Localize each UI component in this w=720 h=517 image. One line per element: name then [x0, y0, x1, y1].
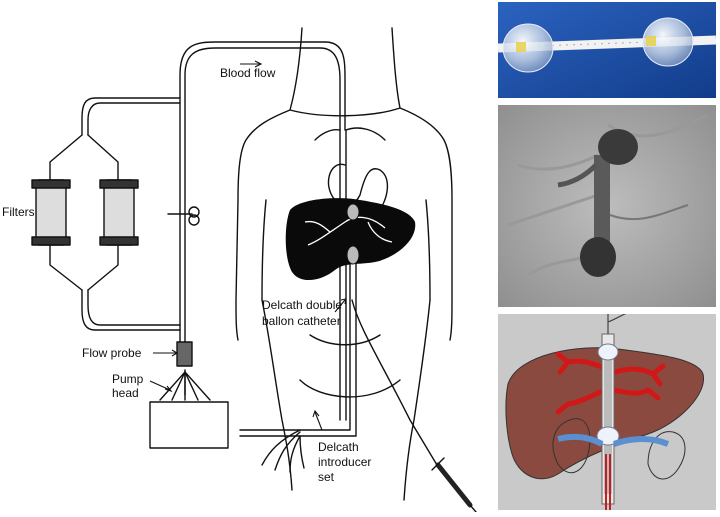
- label-arrows: [149, 60, 347, 431]
- liver-silhouette: [285, 198, 416, 281]
- label-catheter-1: Delcath double: [262, 298, 343, 312]
- pump-box: [149, 401, 229, 449]
- syringe: [431, 457, 477, 513]
- balloon-catheter-photo: [498, 2, 716, 98]
- pump-head-tubes: [159, 371, 211, 401]
- tubing-clamp: [167, 206, 200, 226]
- angiogram-image: [498, 105, 716, 307]
- label-blood-flow: Blood flow: [220, 66, 276, 80]
- label-introducer-3: set: [318, 470, 335, 484]
- label-pump-head-1: Pump: [112, 372, 144, 386]
- label-filters: Filters: [2, 205, 35, 219]
- filter-cartridges: [31, 179, 139, 246]
- label-pump-head-2: head: [112, 386, 139, 400]
- label-introducer-2: introducer: [318, 455, 372, 469]
- label-catheter-2: ballon catheter: [262, 314, 341, 328]
- body-outline: [235, 27, 453, 501]
- perfusion-circuit-diagram: Blood flow Filters Flow probe Pump head …: [2, 27, 477, 513]
- liver-catheter-illustration: [498, 314, 716, 510]
- circuit-tubing: [49, 41, 441, 471]
- label-flow-probe: Flow probe: [82, 346, 142, 360]
- flow-probe-device: [176, 341, 193, 367]
- introducer-branches: [261, 429, 305, 473]
- circuit-line-art: [31, 27, 477, 513]
- label-introducer-1: Delcath: [318, 440, 359, 454]
